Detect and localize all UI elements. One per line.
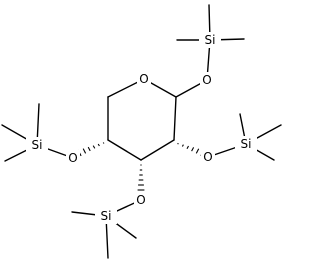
hashed-wedge-layer	[77, 142, 205, 191]
bond-layer	[1, 4, 282, 259]
ring-oxygen-label: O	[139, 72, 148, 86]
silicon-atom-top: Si	[199, 32, 221, 48]
hashed-bond-c2-o2	[177, 142, 205, 156]
bond-c4-c3	[107, 139, 142, 161]
oxygen-top-label: O	[202, 73, 211, 87]
silicon-atom-bottom: Si	[95, 208, 117, 224]
oxygen-bottom-label: O	[136, 193, 145, 207]
silicon-atom-right: Si	[235, 136, 257, 152]
bond-c3-c2	[140, 139, 175, 161]
oxygen-left-label: O	[68, 151, 77, 165]
oxygen-atom-left: O	[66, 150, 80, 166]
silicon-left-label: Si	[32, 138, 43, 152]
silicon-bottom-label: Si	[101, 209, 112, 223]
bond-c2-c1	[173, 96, 177, 141]
hashed-bond-c4-o4	[77, 142, 105, 157]
oxygen-right-label: O	[203, 150, 212, 164]
silicon-atom-left: Si	[26, 137, 48, 153]
oxygen-atom-bottom: O	[134, 192, 148, 208]
silicon-right-label: Si	[241, 137, 252, 151]
atom-label-layer: O O Si O Si O Si O	[26, 32, 257, 224]
silicon-top-label: Si	[205, 33, 216, 47]
structure-canvas: O O Si O Si O Si O	[1, 4, 282, 259]
ring-oxygen-atom: O	[137, 71, 151, 87]
hashed-bond-c3-o3	[137, 164, 145, 191]
molecule-drawing: O O Si O Si O Si O	[1, 4, 282, 259]
oxygen-atom-right: O	[201, 149, 215, 165]
oxygen-atom-top: O	[200, 72, 214, 88]
